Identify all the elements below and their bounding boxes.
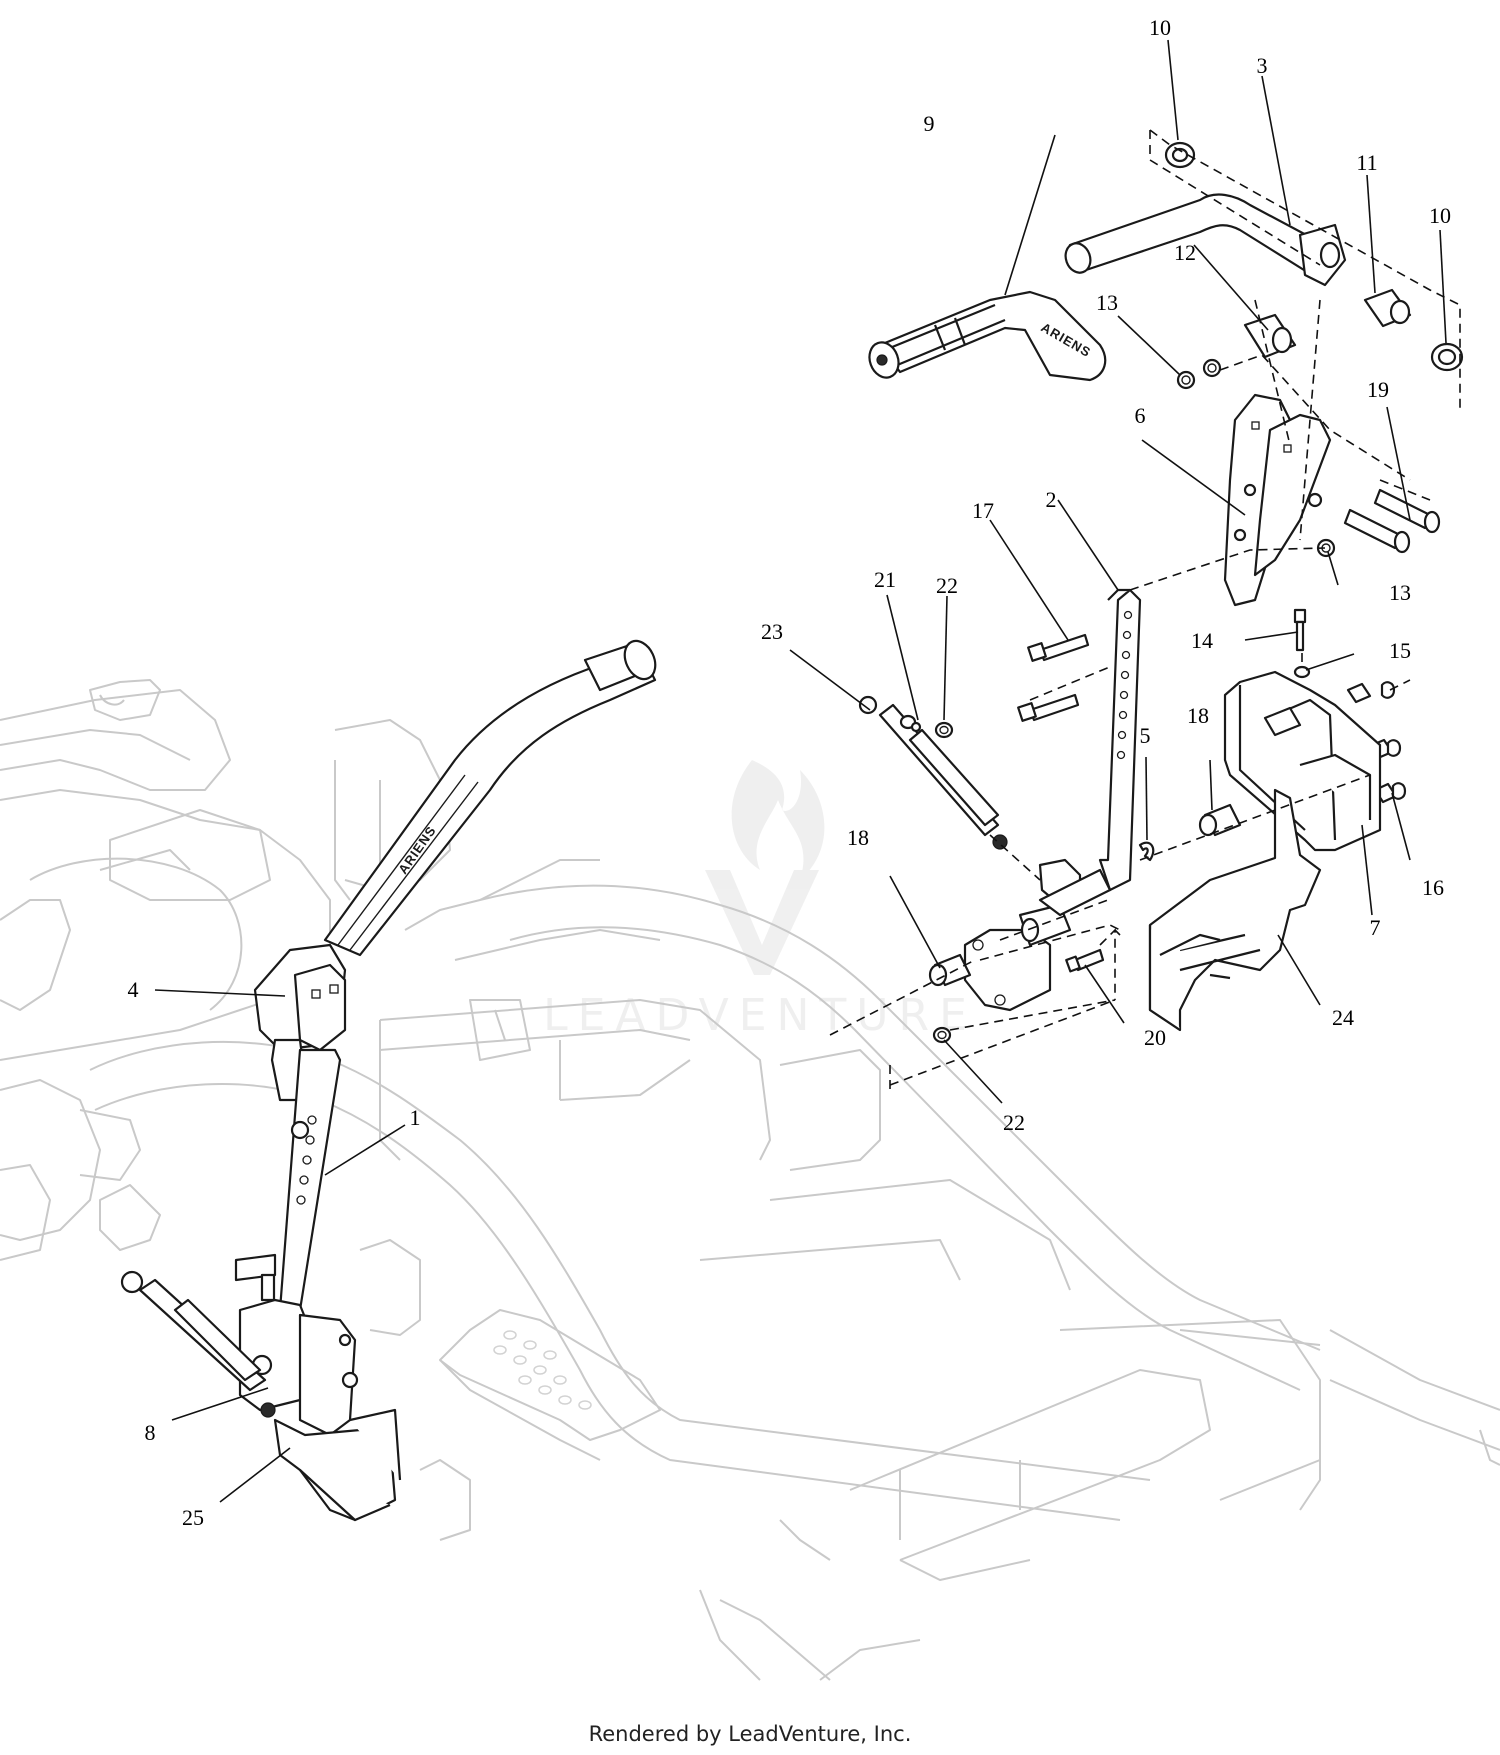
callout-21: 21 — [874, 567, 896, 592]
part-3-shaft — [1064, 193, 1347, 287]
part-12-bushing — [1243, 313, 1297, 359]
callout-19: 19 — [1367, 377, 1389, 402]
callout-22-upper: 22 — [936, 573, 958, 598]
part-5-pin — [1138, 841, 1155, 862]
part-10-washer-b — [1430, 342, 1464, 372]
mower-frame — [0, 679, 1500, 1681]
part-22-clip-lower — [932, 1026, 952, 1044]
callout-20: 20 — [1144, 1025, 1166, 1050]
callout-2: 2 — [1046, 487, 1057, 512]
part-13-nuts-upper — [1176, 358, 1222, 390]
callout-24: 24 — [1332, 1005, 1354, 1030]
part-15-nut — [1293, 665, 1311, 679]
callout-22-lower: 22 — [1003, 1110, 1025, 1135]
part-10-washer-a — [1164, 141, 1196, 169]
part-22-clip-upper — [934, 721, 954, 739]
footer-credit: Rendered by LeadVenture, Inc. — [588, 1722, 912, 1746]
callout-17: 17 — [972, 498, 994, 523]
callout-18-left: 18 — [847, 825, 869, 850]
callout-7: 7 — [1370, 915, 1381, 940]
watermark-logo — [705, 760, 825, 975]
callout-9: 9 — [924, 111, 935, 136]
callout-18-right: 18 — [1187, 703, 1209, 728]
foot-plate-holes — [493, 1330, 592, 1410]
exploded-parts: ARIENS — [858, 141, 1464, 1044]
part-9-grip: ARIENS — [868, 290, 1107, 382]
part-2-holes — [1116, 610, 1133, 760]
callout-10-upper: 10 — [1149, 15, 1171, 40]
part-13-nut-lower — [1316, 538, 1336, 558]
part-18-spacer-right — [1198, 803, 1242, 837]
part-17-bolts — [1017, 633, 1090, 722]
callout-1: 1 — [410, 1105, 421, 1130]
assembled-lever: ARIENS — [120, 639, 657, 1522]
callout-5: 5 — [1140, 723, 1151, 748]
part-23-gas-spring — [858, 695, 1008, 850]
callout-3: 3 — [1257, 53, 1268, 78]
part-20-bolt — [1065, 948, 1105, 973]
callout-15: 15 — [1389, 638, 1411, 663]
callout-6: 6 — [1135, 403, 1146, 428]
part-24-bracket — [1148, 788, 1322, 1032]
callouts: 10 3 11 10 12 13 19 6 9 2 17 21 22 23 13… — [128, 15, 1452, 1530]
callout-10-lower: 10 — [1429, 203, 1451, 228]
callout-25: 25 — [182, 1505, 204, 1530]
part-7-housing — [1223, 670, 1382, 852]
callout-13-lower: 13 — [1389, 580, 1411, 605]
callout-11: 11 — [1356, 150, 1377, 175]
part-21-washer — [899, 714, 922, 733]
callout-23: 23 — [761, 619, 783, 644]
callout-14: 14 — [1191, 628, 1213, 653]
callout-12: 12 — [1174, 240, 1196, 265]
assembly-lines — [829, 129, 1461, 1090]
part-6-bracket — [1223, 393, 1332, 607]
arm-holes — [296, 1115, 317, 1205]
callout-16: 16 — [1422, 875, 1444, 900]
part-18-spacer-left — [928, 953, 972, 987]
part-14-bolt — [1293, 608, 1307, 652]
part-11-bushing — [1363, 288, 1412, 328]
part-2-arm — [963, 588, 1142, 1012]
callout-8: 8 — [145, 1420, 156, 1445]
callout-13-upper: 13 — [1096, 290, 1118, 315]
part-19-pins — [1343, 488, 1441, 554]
leader-lines — [154, 39, 1447, 1503]
callout-4: 4 — [128, 977, 139, 1002]
